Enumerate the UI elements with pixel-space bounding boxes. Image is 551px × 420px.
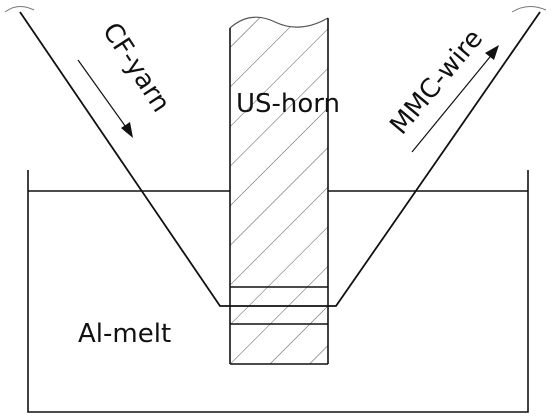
us-horn-top-wave	[229, 16, 329, 29]
mmc-wire-label: MMC-wire	[384, 24, 489, 141]
top-right-wave	[511, 6, 547, 13]
al-melt-label: Al-melt	[78, 319, 171, 349]
fiber-path	[19, 11, 541, 307]
top-left-wave	[4, 6, 35, 13]
us-horn	[229, 16, 329, 365]
crucible-outline	[27, 170, 529, 413]
mmc-wire-arrow	[411, 45, 499, 153]
us-horn-label: US-horn	[236, 89, 340, 119]
cf-yarn-arrow	[77, 59, 133, 138]
